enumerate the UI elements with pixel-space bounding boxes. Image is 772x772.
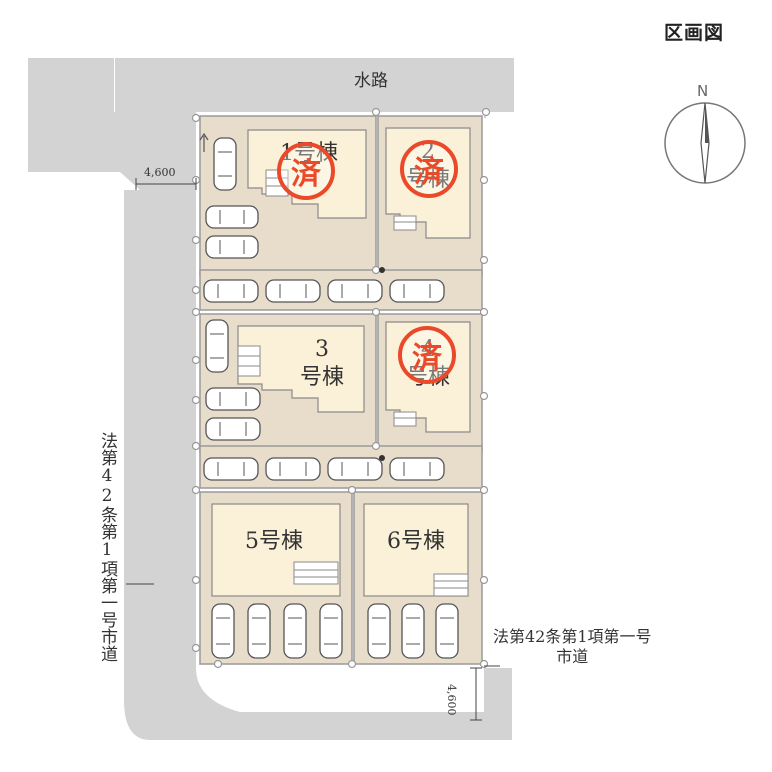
compass-icon bbox=[664, 102, 746, 184]
south-road-label-line2: 市道 bbox=[556, 647, 589, 666]
south-road-label-line1: 法第42条第1項第一号 bbox=[493, 627, 652, 646]
canal-label: 水路 bbox=[354, 71, 388, 91]
lot-3-suffix: 号棟 bbox=[299, 365, 344, 390]
lot-2-sold-stamp: 済 bbox=[400, 140, 458, 198]
lot-3-number: 3 bbox=[315, 337, 329, 362]
south-road-width: 4,600 bbox=[445, 684, 458, 716]
west-road-label: 法第42条第1項第一号市道 bbox=[97, 432, 117, 662]
page-title: 区画図 bbox=[664, 22, 725, 44]
west-road-width: 4,600 bbox=[144, 166, 176, 179]
lot-5-label: 5号棟 bbox=[245, 529, 303, 554]
fence-posts bbox=[191, 107, 491, 669]
lot-1-sold-stamp: 済 bbox=[277, 142, 335, 200]
south-road-label: 法第42条第1項第一号 市道 bbox=[493, 627, 652, 667]
lot-6-label: 6号棟 bbox=[387, 529, 445, 554]
compass-north-label: N bbox=[697, 82, 709, 100]
building-3 bbox=[237, 325, 365, 413]
road-area bbox=[28, 58, 514, 740]
lot-4-sold-stamp: 済 bbox=[398, 326, 456, 384]
lot-3-label: 3 号棟 bbox=[292, 336, 352, 392]
